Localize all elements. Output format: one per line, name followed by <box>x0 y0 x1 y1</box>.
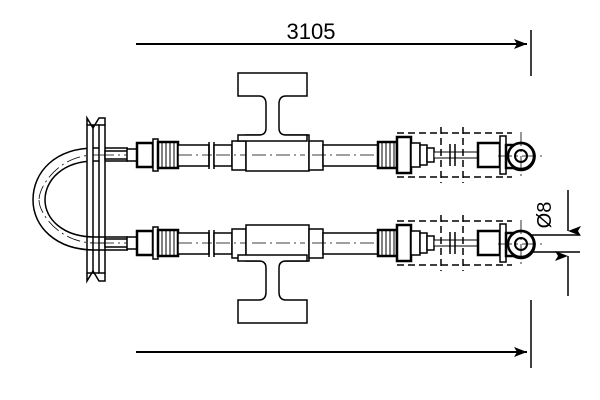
center-t-block-lower <box>237 224 310 324</box>
u-bend-centerline-bottom <box>38 199 128 244</box>
right-taper-a-upper <box>410 142 421 168</box>
main-hose-body-a-lower <box>177 232 210 255</box>
mounting-bracket-plate <box>86 115 106 284</box>
t-block-ibeam-bracket-upper <box>237 72 308 142</box>
left-fitting-nut-lower <box>135 229 155 257</box>
bracket-plate-left-web <box>86 124 94 274</box>
overall-length-dimension-top: 3105 <box>136 19 532 76</box>
right-end-sleeve-lower <box>476 229 502 257</box>
overall-length-label: 3105 <box>287 19 336 44</box>
right-ferrule-ribs-lower <box>381 230 395 256</box>
shaft-break-symbol-upper <box>449 144 456 166</box>
right-taper-c-lower <box>426 235 435 251</box>
main-hose-body-c-lower <box>322 232 379 255</box>
bracket-plate-right-web <box>98 124 106 274</box>
banjo-eye-upper <box>498 132 545 180</box>
ferrule-ribs-lower <box>161 230 175 256</box>
right-fitting-lower <box>376 215 545 271</box>
main-hose-left-upper <box>177 140 250 171</box>
right-fitting-upper <box>376 127 545 183</box>
center-t-block-upper <box>237 72 310 172</box>
ferrule-ribs-upper <box>161 142 175 168</box>
main-hose-body-a-upper <box>177 144 210 167</box>
banjo-eye-lower <box>498 220 545 268</box>
right-end-sleeve-upper <box>476 141 502 169</box>
right-taper-c-upper <box>426 147 435 163</box>
main-hose-left-lower <box>177 228 250 259</box>
left-fitting-lower <box>126 226 180 260</box>
left-fitting-ferrule-lower <box>156 228 180 258</box>
left-fitting-collar-upper <box>126 148 138 162</box>
u-bend-inner-top <box>44 160 128 201</box>
u-bend-outer-bottom <box>32 199 128 251</box>
main-hose-right-lower <box>308 228 382 259</box>
left-fitting-collar-lower <box>126 236 138 250</box>
upper-hose-assembly <box>32 72 545 284</box>
u-bend-inner-bottom <box>44 199 128 238</box>
left-fitting-upper <box>126 138 180 172</box>
alternate-position-outline-upper <box>397 127 512 183</box>
right-hex-nut-lower <box>395 223 413 263</box>
bracket-hatched-section-bottom <box>86 269 106 284</box>
main-hose-right-upper <box>308 140 382 171</box>
alternate-position-outline-lower <box>397 215 512 271</box>
overall-length-dimension-bottom <box>136 300 532 368</box>
hose-shoulder-right-lower <box>308 228 324 259</box>
main-hose-body-c-upper <box>322 144 379 167</box>
hose-shoulder-right-upper <box>308 140 324 171</box>
diameter-label: Ø8 <box>534 202 556 229</box>
lower-hose-assembly <box>32 199 545 324</box>
shaft-break-symbol-lower <box>449 232 456 254</box>
hose-shoulder-left-upper <box>231 140 247 171</box>
main-hose-body-b-upper <box>213 144 233 167</box>
right-hex-nut-upper <box>395 135 413 175</box>
left-fitting-ferrule-upper <box>156 140 180 170</box>
t-block-ibeam-bracket-lower <box>237 254 308 324</box>
hose-shoulder-left-lower <box>231 228 247 259</box>
left-fitting-nut-upper <box>135 141 155 169</box>
right-ferrule-ribs-upper <box>381 142 395 168</box>
right-taper-b-upper <box>419 144 428 166</box>
u-bend-hose-lower <box>32 199 128 251</box>
main-hose-body-b-lower <box>213 232 233 255</box>
right-taper-b-lower <box>419 232 428 254</box>
right-taper-a-lower <box>410 230 421 256</box>
bracket-hatched-section-top <box>86 115 106 130</box>
